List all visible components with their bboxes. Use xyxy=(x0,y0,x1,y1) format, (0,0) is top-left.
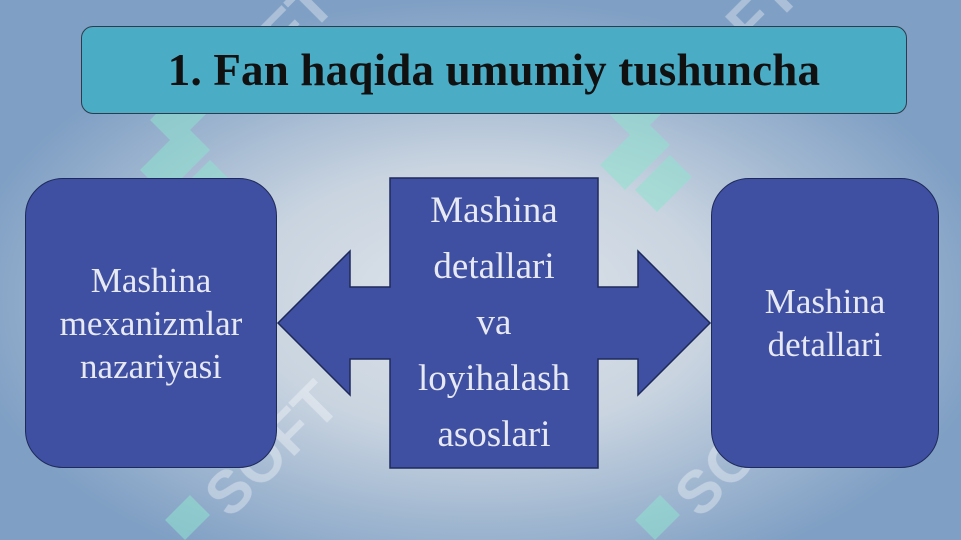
left-topic-box: Mashina mexanizmlar nazariyasi xyxy=(25,178,277,468)
right-line-2: detallari xyxy=(767,325,883,364)
right-topic-text: Mashina detallari xyxy=(765,280,886,366)
title-banner: 1. Fan haqida umumiy tushuncha xyxy=(81,26,907,114)
slide-title: 1. Fan haqida umumiy tushuncha xyxy=(167,45,821,95)
center-line-3: va xyxy=(476,302,512,343)
center-line-1: Mashina xyxy=(430,190,558,231)
center-line-5: asoslari xyxy=(437,414,551,455)
center-line-2: detallari xyxy=(433,246,555,287)
left-line-1: Mashina xyxy=(90,260,212,300)
left-line-2: mexanizmlar xyxy=(59,303,243,343)
center-topic-text: Mashina detallari va loyihalash asoslari xyxy=(418,183,570,463)
left-topic-text: Mashina mexanizmlar nazariyasi xyxy=(60,259,243,388)
center-topic-box: Mashina detallari va loyihalash asoslari xyxy=(390,178,598,468)
double-arrow-icon xyxy=(276,177,712,469)
center-line-4: loyihalash xyxy=(417,358,571,399)
right-line-1: Mashina xyxy=(764,282,886,321)
right-topic-box: Mashina detallari xyxy=(711,178,939,468)
left-line-3: nazariyasi xyxy=(80,346,222,386)
